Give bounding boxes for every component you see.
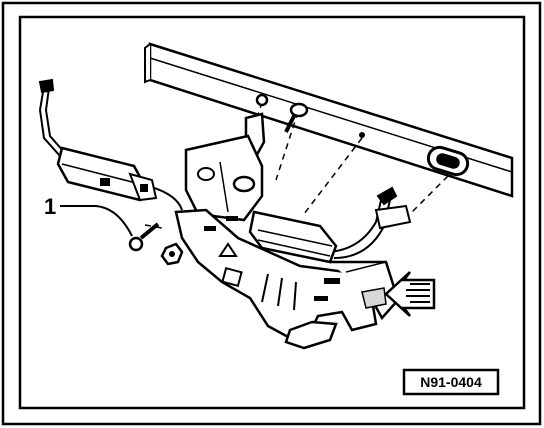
cable-harness bbox=[38, 78, 398, 259]
screw bbox=[128, 222, 160, 252]
bolt bbox=[284, 102, 309, 133]
side-panel bbox=[174, 208, 400, 350]
rail-hole bbox=[359, 132, 365, 138]
reference-code: N91-0404 bbox=[420, 374, 482, 390]
triangle-marker bbox=[218, 242, 238, 257]
inner-frame bbox=[18, 15, 526, 410]
nut bbox=[255, 93, 269, 107]
connector bbox=[56, 146, 158, 202]
lower-nut bbox=[160, 242, 184, 266]
callout-1: 1 bbox=[44, 194, 133, 237]
crossmember-bracket bbox=[144, 42, 514, 198]
direction-arrow bbox=[384, 271, 436, 317]
square-cutout bbox=[221, 266, 243, 288]
reference-code-box: N91-0404 bbox=[402, 368, 500, 396]
callout-label: 1 bbox=[44, 194, 56, 219]
mounting-bracket bbox=[184, 112, 266, 222]
